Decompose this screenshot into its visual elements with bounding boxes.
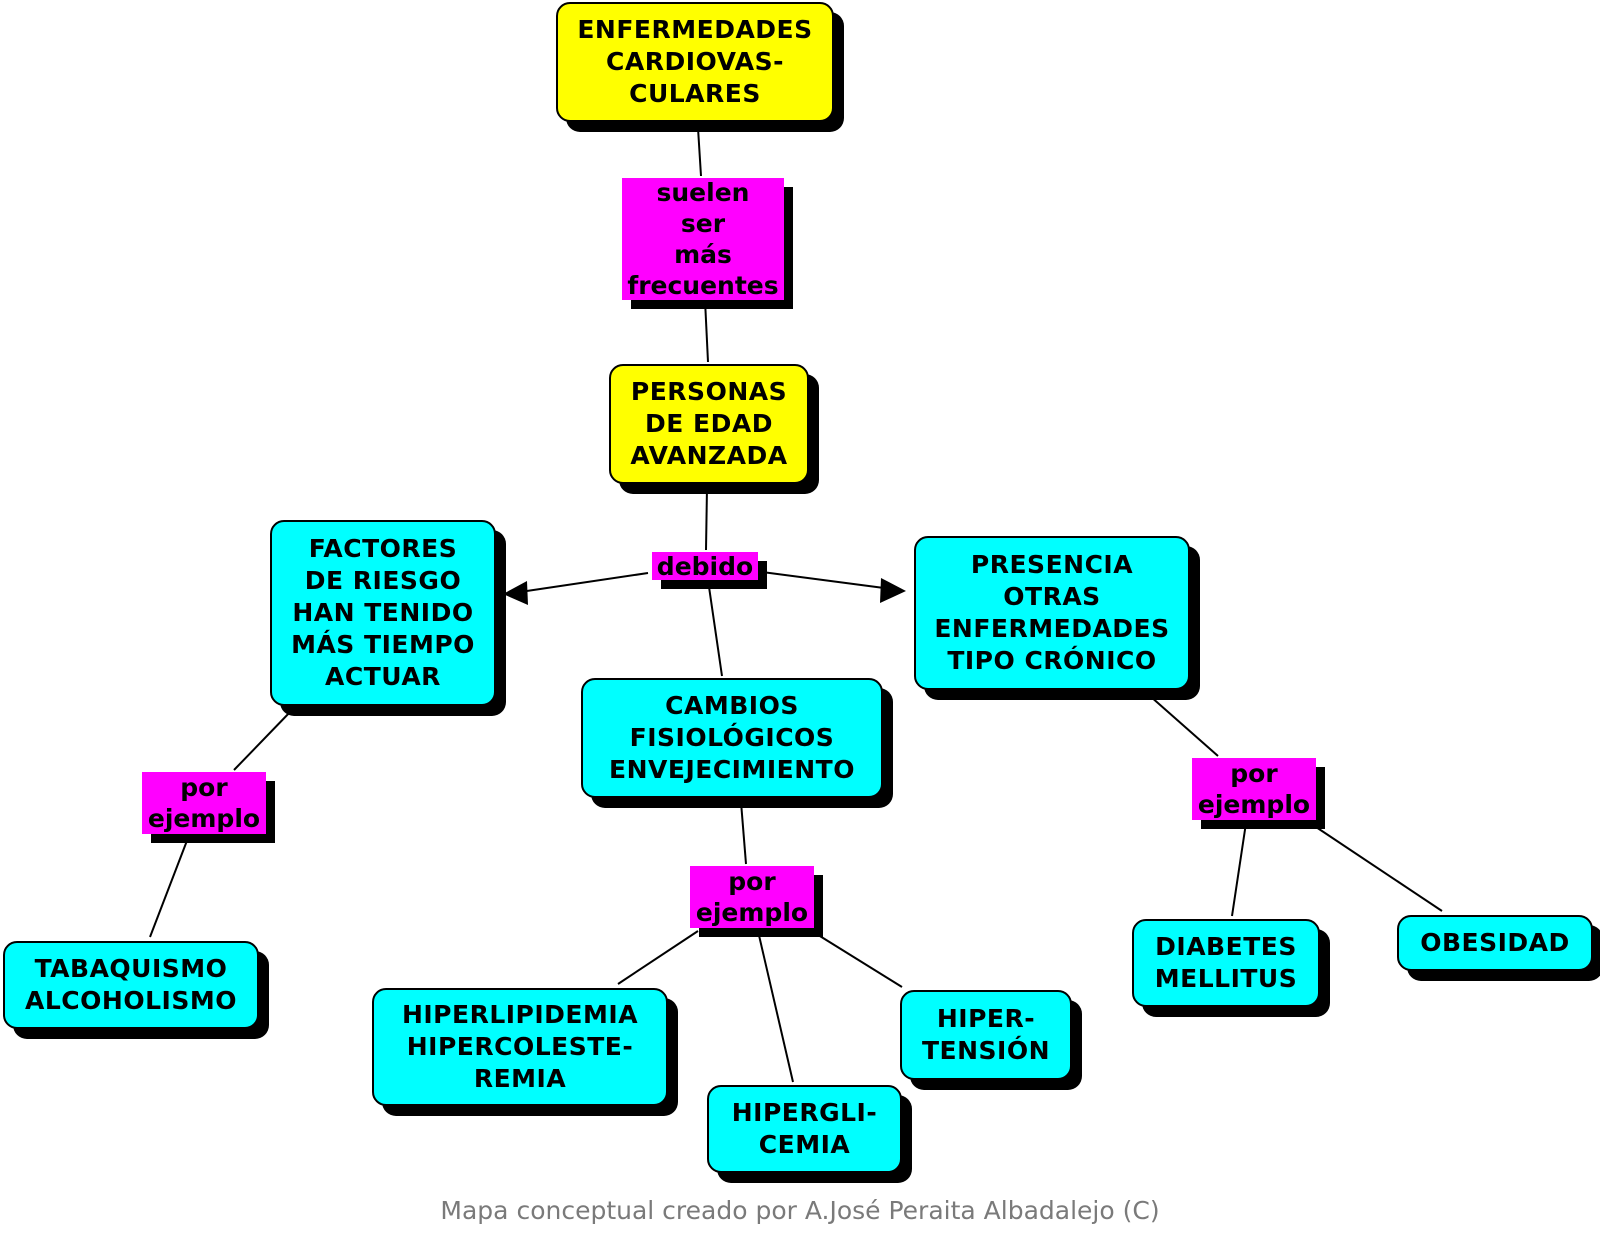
edge-por-ejemplo-diabetes: [1231, 822, 1247, 917]
edge-por-ejemplo-obesidad: [1309, 822, 1443, 912]
edge-presencia-por-ejemplo: [1149, 695, 1219, 757]
node-presencia-otras-enfermedades: PRESENCIA OTRAS ENFERMEDADES TIPO CRÓNIC…: [914, 536, 1190, 690]
link-label: suelen ser más frecuentes: [627, 178, 779, 300]
node-label: HIPERGLI- CEMIA: [731, 1098, 878, 1159]
edge-factores-por-ejemplo: [233, 709, 293, 771]
node-enfermedades-cardiovasculares: ENFERMEDADES CARDIOVAS- CULARES: [556, 2, 834, 122]
edge-por-ejemplo-hiperlipidemia: [617, 930, 699, 985]
node-label: PRESENCIA OTRAS ENFERMEDADES TIPO CRÓNIC…: [934, 550, 1170, 675]
node-cambios-fisiologicos: CAMBIOS FISIOLÓGICOS ENVEJECIMIENTO: [581, 678, 883, 798]
link-por-ejemplo-factores: por ejemplo: [142, 772, 266, 834]
node-diabetes-mellitus: DIABETES MELLITUS: [1132, 919, 1320, 1007]
link-suelen-ser-mas-frecuentes: suelen ser más frecuentes: [622, 178, 784, 300]
edge-personas-debido: [705, 486, 708, 551]
link-label: por ejemplo: [147, 773, 261, 833]
link-por-ejemplo-cambios: por ejemplo: [690, 866, 814, 928]
node-personas-edad-avanzada: PERSONAS DE EDAD AVANZADA: [609, 364, 809, 484]
node-tabaquismo-alcoholismo: TABAQUISMO ALCOHOLISMO: [3, 941, 259, 1029]
node-label: CAMBIOS FISIOLÓGICOS ENVEJECIMIENTO: [609, 691, 855, 784]
link-por-ejemplo-presencia: por ejemplo: [1192, 758, 1316, 820]
node-label: HIPER- TENSIÓN: [921, 1004, 1051, 1065]
arrowhead-right: [880, 578, 906, 603]
node-hiperlipidemia: HIPERLIPIDEMIA HIPERCOLESTE- REMIA: [372, 988, 668, 1106]
link-debido: debido: [652, 551, 758, 581]
node-label: TABAQUISMO ALCOHOLISMO: [25, 954, 237, 1015]
node-label: DIABETES MELLITUS: [1154, 932, 1298, 993]
edge-por-ejemplo-hipertension: [814, 932, 903, 988]
credit-footer: Mapa conceptual creado por A.José Perait…: [440, 1196, 1160, 1225]
edge-enfermedades-suelen: [697, 127, 702, 177]
link-label: por ejemplo: [695, 867, 809, 927]
edge-debido-cambios: [707, 579, 723, 677]
edge-por-ejemplo-hiperglicemia: [757, 930, 794, 1083]
arrow-debido-factores: [519, 572, 649, 593]
node-label: PERSONAS DE EDAD AVANZADA: [630, 377, 788, 470]
edge-cambios-por-ejemplo: [740, 801, 747, 865]
link-label: por ejemplo: [1197, 759, 1311, 819]
node-hipertension: HIPER- TENSIÓN: [900, 990, 1072, 1080]
node-hiperglicemia: HIPERGLI- CEMIA: [707, 1085, 902, 1173]
link-label: debido: [656, 551, 754, 581]
node-factores-de-riesgo: FACTORES DE RIESGO HAN TENIDO MÁS TIEMPO…: [270, 520, 496, 706]
node-obesidad: OBESIDAD: [1397, 915, 1593, 971]
edge-por-ejemplo-tabaquismo: [149, 837, 189, 938]
node-label: FACTORES DE RIESGO HAN TENIDO MÁS TIEMPO…: [291, 534, 475, 691]
node-label: HIPERLIPIDEMIA HIPERCOLESTE- REMIA: [401, 1000, 639, 1093]
arrow-debido-presencia: [761, 571, 885, 589]
edge-suelen-personas: [704, 299, 709, 363]
arrowhead-left: [503, 581, 528, 605]
node-label: OBESIDAD: [1420, 928, 1570, 957]
node-label: ENFERMEDADES CARDIOVAS- CULARES: [577, 15, 813, 108]
